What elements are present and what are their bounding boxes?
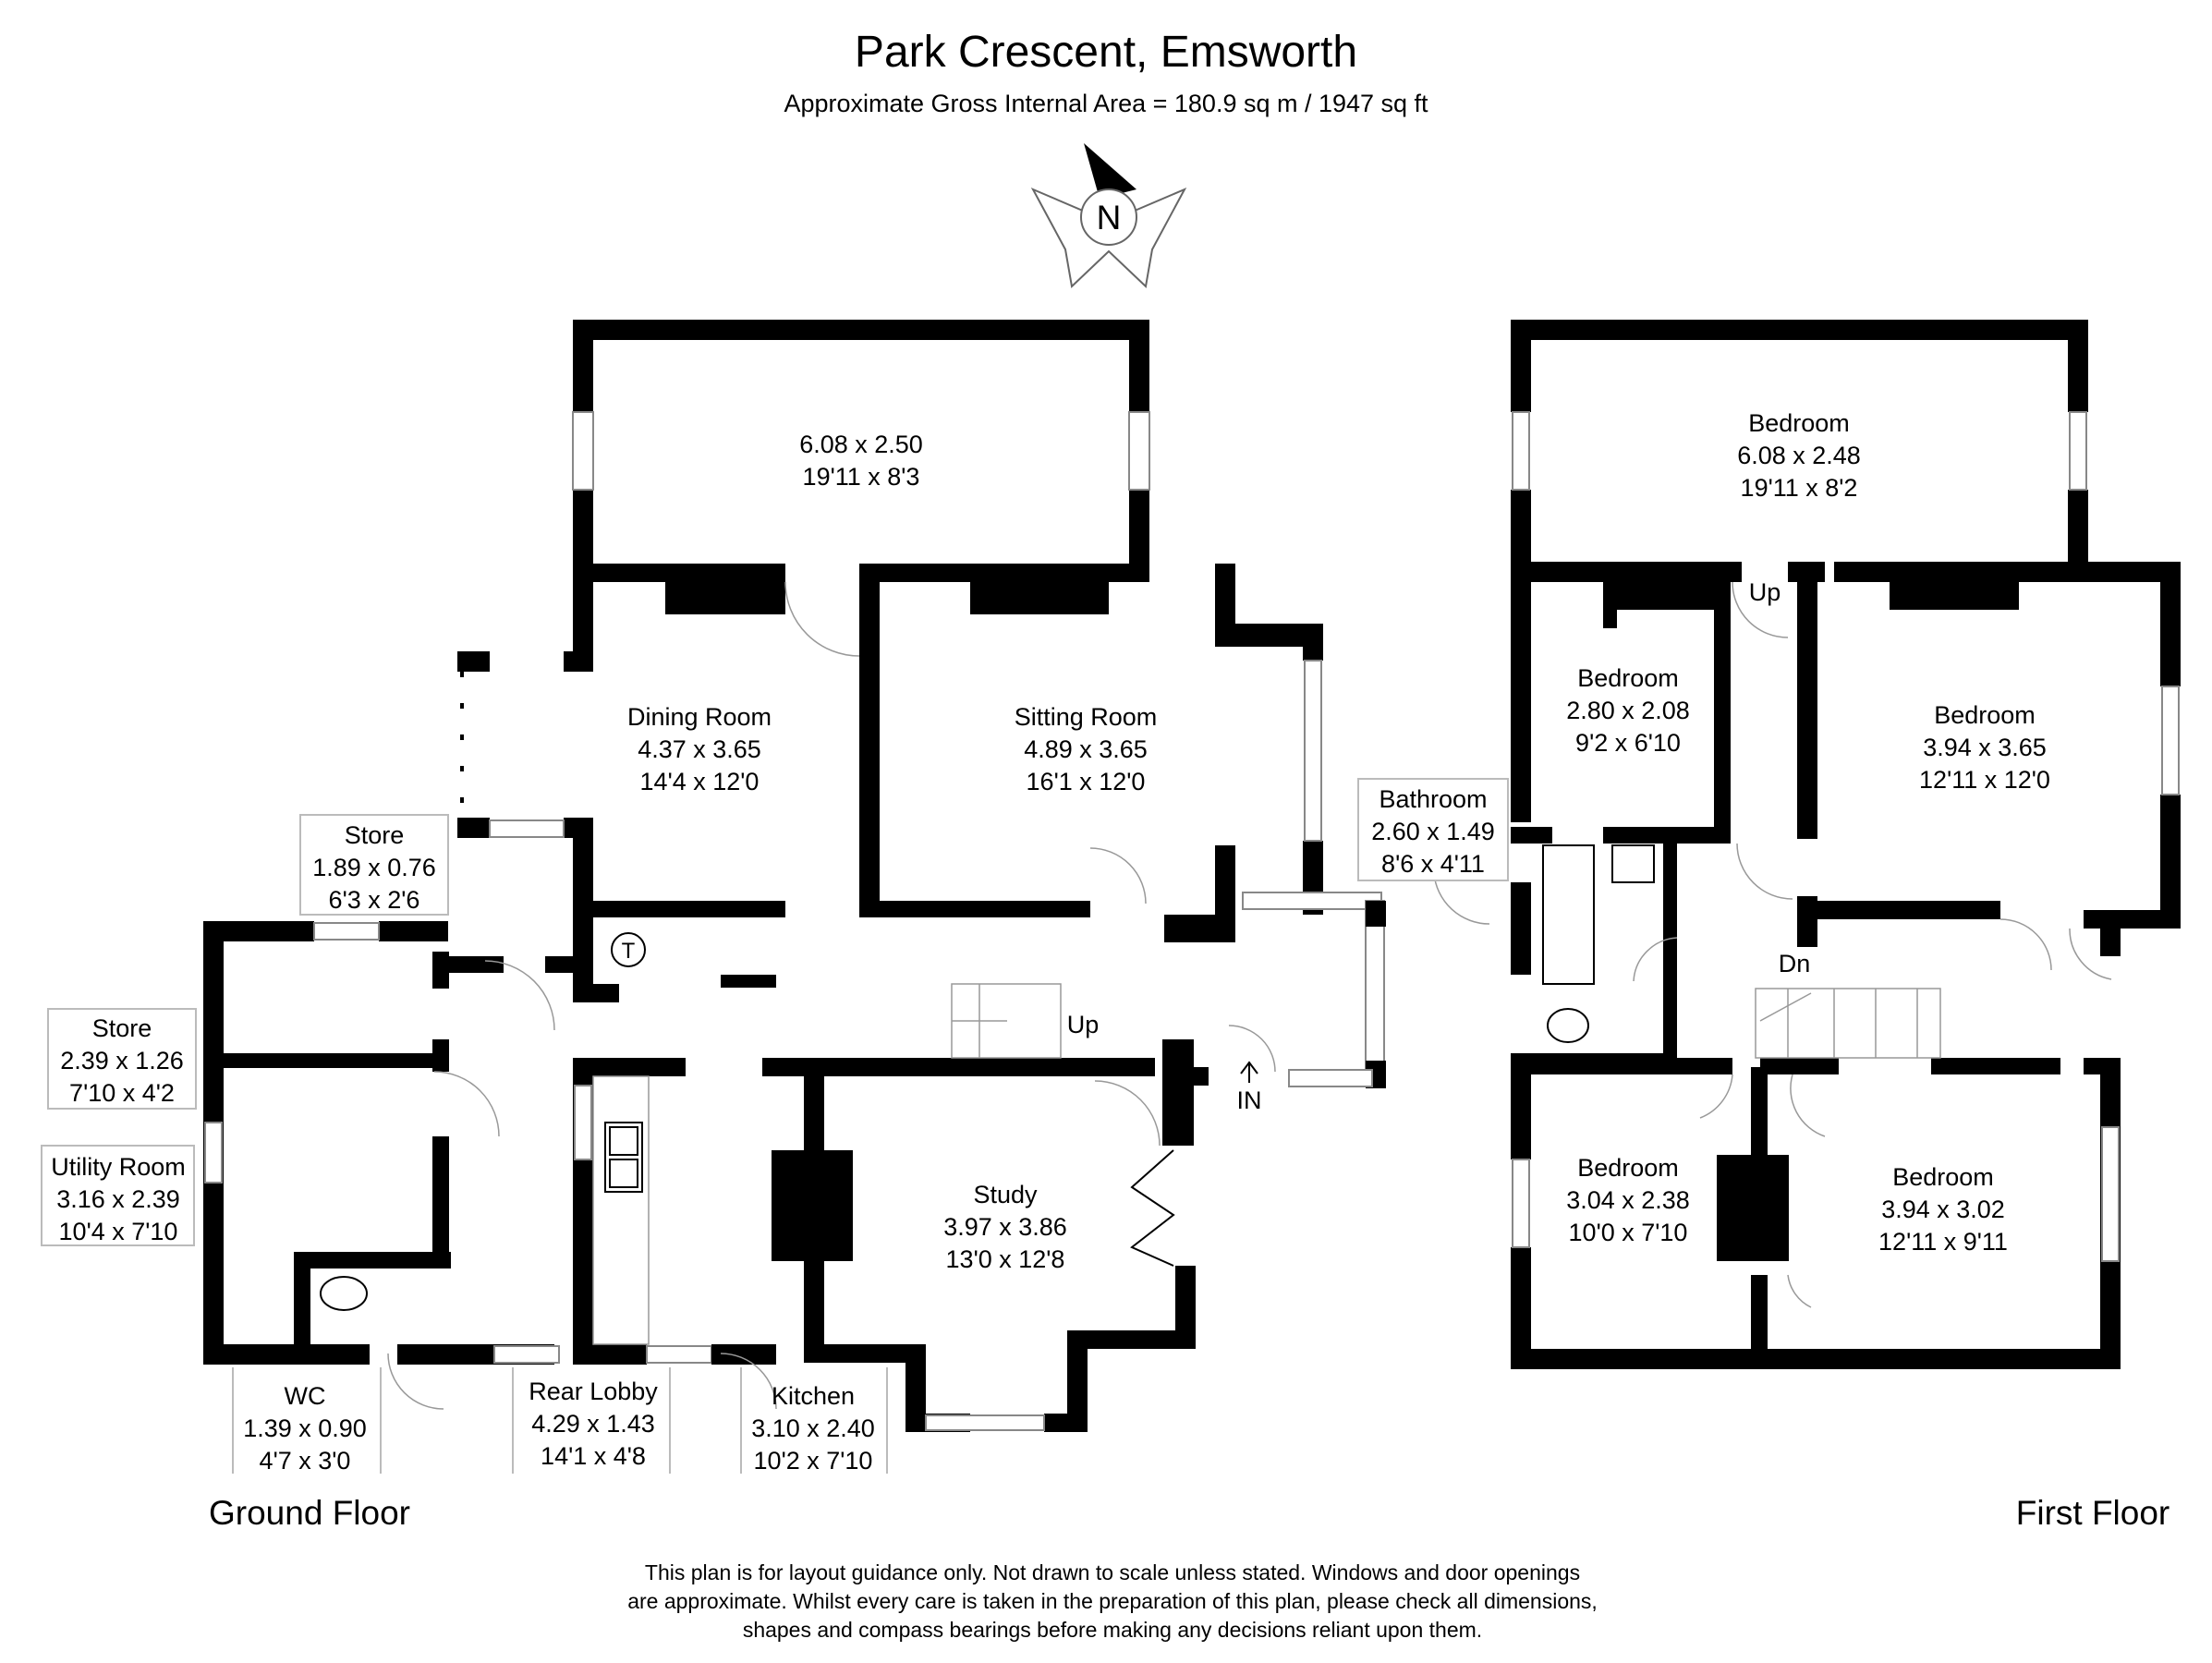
tank-label: T — [622, 939, 636, 964]
room-metric: 1.89 x 0.76 — [312, 854, 436, 881]
room-imperial: 10'0 x 7'10 — [1569, 1219, 1688, 1246]
stairs-up-label-first: Up — [1749, 578, 1781, 606]
room-imperial: 16'1 x 12'0 — [1027, 768, 1146, 795]
room-imperial: 19'11 x 8'3 — [803, 463, 920, 491]
stairs-down-label: Dn — [1779, 950, 1811, 977]
disclaimer: This plan is for layout guidance only. N… — [627, 1560, 1598, 1642]
room-name: Rear Lobby — [529, 1378, 658, 1405]
room-label-store-top: Store 1.89 x 0.76 6'3 x 2'6 — [299, 814, 449, 916]
room-name: Bedroom — [1748, 409, 1850, 437]
room-metric: 2.39 x 1.26 — [60, 1047, 184, 1074]
compass-north-label: N — [1097, 199, 1122, 237]
stairs-up-label: Up — [1067, 1011, 1100, 1038]
plan-title: Park Crescent, Emsworth — [855, 28, 1357, 77]
room-imperial: 8'6 x 4'11 — [1381, 850, 1485, 878]
room-name: Study — [973, 1181, 1038, 1208]
disclaimer-line: are approximate. Whilst every care is ta… — [627, 1589, 1598, 1613]
north-compass-icon: N — [1030, 143, 1187, 289]
room-name: Bedroom — [1577, 664, 1679, 692]
room-imperial: 6'3 x 2'6 — [329, 886, 420, 914]
room-metric: 3.10 x 2.40 — [751, 1414, 875, 1442]
room-name: WC — [285, 1382, 326, 1410]
room-metric: 2.60 x 1.49 — [1371, 818, 1495, 845]
room-metric: 4.37 x 3.65 — [638, 735, 761, 763]
room-name: Kitchen — [772, 1382, 855, 1410]
room-label-sitting: Sitting Room 4.89 x 3.65 16'1 x 12'0 — [1015, 703, 1158, 795]
room-name: Bedroom — [1934, 701, 2036, 729]
room-metric: 3.94 x 3.02 — [1881, 1196, 2005, 1223]
ground-floor-label: Ground Floor — [209, 1494, 410, 1532]
room-imperial: 14'4 x 12'0 — [640, 768, 760, 795]
plan-subtitle: Approximate Gross Internal Area = 180.9 … — [784, 90, 1428, 117]
disclaimer-line: This plan is for layout guidance only. N… — [645, 1560, 1580, 1584]
room-metric: 4.89 x 3.65 — [1024, 735, 1148, 763]
room-name: Bedroom — [1892, 1163, 1994, 1191]
room-imperial: 10'4 x 7'10 — [59, 1218, 178, 1245]
room-metric: 1.39 x 0.90 — [243, 1414, 367, 1442]
room-label-kitchen: Kitchen 3.10 x 2.40 10'2 x 7'10 — [740, 1367, 888, 1475]
room-metric: 2.80 x 2.08 — [1566, 697, 1690, 724]
room-name: Bedroom — [1577, 1154, 1679, 1182]
room-imperial: 14'1 x 4'8 — [541, 1442, 646, 1470]
room-imperial: 10'2 x 7'10 — [754, 1447, 873, 1475]
room-label-dining: Dining Room 4.37 x 3.65 14'4 x 12'0 — [627, 703, 772, 795]
room-label-store-left: Store 2.39 x 1.26 7'10 x 4'2 — [47, 1008, 197, 1110]
room-name: Store — [345, 821, 405, 849]
room-label-bathroom: Bathroom 2.60 x 1.49 8'6 x 4'11 — [1357, 778, 1509, 881]
room-label-rear-lobby: Rear Lobby 4.29 x 1.43 14'1 x 4'8 — [512, 1367, 671, 1474]
room-name: Bathroom — [1379, 785, 1487, 813]
room-label-study: Study 3.97 x 3.86 13'0 x 12'8 — [943, 1181, 1067, 1273]
room-imperial: 12'11 x 12'0 — [1919, 766, 2050, 794]
room-name: Sitting Room — [1015, 703, 1158, 731]
room-label-bedroom-right: Bedroom 3.94 x 3.65 12'11 x 12'0 — [1919, 701, 2050, 794]
room-label-bedroom-top: Bedroom 6.08 x 2.48 19'11 x 8'2 — [1737, 409, 1861, 502]
room-label-utility: Utility Room 3.16 x 2.39 10'4 x 7'10 — [41, 1145, 195, 1246]
room-imperial: 9'2 x 6'10 — [1575, 729, 1681, 757]
room-name: Dining Room — [627, 703, 772, 731]
room-metric: 6.08 x 2.48 — [1737, 442, 1861, 469]
disclaimer-line: shapes and compass bearings before makin… — [743, 1618, 1482, 1642]
first-floor-label: First Floor — [2016, 1494, 2170, 1532]
room-label-bedroom-bottom-right: Bedroom 3.94 x 3.02 12'11 x 9'11 — [1878, 1163, 2008, 1256]
room-label-bedroom-bottom-left: Bedroom 3.04 x 2.38 10'0 x 7'10 — [1566, 1154, 1690, 1246]
room-label-top: 6.08 x 2.50 19'11 x 8'3 — [799, 431, 923, 491]
room-metric: 4.29 x 1.43 — [531, 1410, 655, 1438]
room-metric: 3.94 x 3.65 — [1923, 734, 2047, 761]
room-imperial: 13'0 x 12'8 — [946, 1245, 1065, 1273]
room-label-bedroom-small: Bedroom 2.80 x 2.08 9'2 x 6'10 — [1566, 664, 1690, 757]
ground-floor-plan: T — [41, 320, 1386, 1532]
room-name: Store — [92, 1014, 152, 1042]
room-metric: 6.08 x 2.50 — [799, 431, 923, 458]
room-imperial: 7'10 x 4'2 — [69, 1079, 175, 1107]
room-imperial: 12'11 x 9'11 — [1878, 1228, 2008, 1256]
room-label-wc: WC 1.39 x 0.90 4'7 x 3'0 — [232, 1367, 382, 1475]
first-floor-plan: Bedroom 6.08 x 2.48 19'11 x 8'2 Bedroom … — [1357, 320, 2181, 1532]
room-imperial: 4'7 x 3'0 — [260, 1447, 351, 1475]
room-name: Utility Room — [51, 1153, 186, 1181]
room-imperial: 19'11 x 8'2 — [1741, 474, 1858, 502]
room-metric: 3.04 x 2.38 — [1566, 1186, 1690, 1214]
room-metric: 3.16 x 2.39 — [56, 1185, 180, 1213]
entrance-label: IN — [1237, 1086, 1262, 1114]
room-metric: 3.97 x 3.86 — [943, 1213, 1067, 1241]
